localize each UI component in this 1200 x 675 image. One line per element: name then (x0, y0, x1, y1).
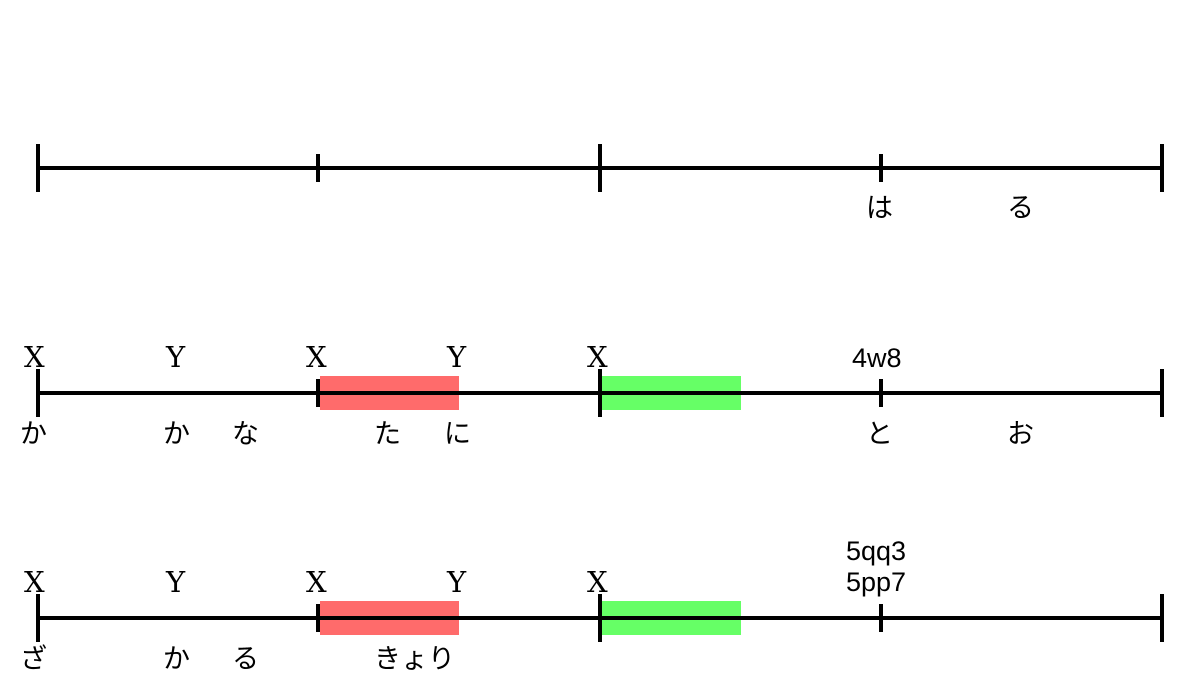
below-label: た (374, 419, 401, 450)
tick-minor (316, 379, 320, 407)
tick-major (36, 369, 40, 417)
timeline-row-1: は る (0, 110, 1200, 230)
tick-major (1160, 594, 1164, 642)
tick-minor (879, 604, 883, 632)
below-label: お (1007, 419, 1034, 450)
below-label: は (866, 193, 893, 224)
above-label: X (587, 565, 608, 599)
above-label: 5pp7 (846, 567, 907, 598)
above-label-stack: 5qq3 5pp7 (846, 536, 906, 598)
timeline-row-2: X Y X Y X 4w8 か か な た に と お (0, 335, 1200, 455)
tick-minor (316, 154, 320, 182)
tick-major (1160, 369, 1164, 417)
above-label: X (24, 340, 45, 374)
tick-major (1160, 144, 1164, 192)
tick-minor (879, 379, 883, 407)
below-label: か (163, 644, 190, 675)
tick-major (598, 369, 602, 417)
above-label: X (306, 340, 327, 374)
below-label: と (866, 419, 893, 450)
below-label: か (20, 419, 47, 450)
tick-major (598, 144, 602, 192)
above-label: 5qq3 (846, 536, 907, 566)
below-label: る (232, 644, 259, 675)
above-label: X (24, 565, 45, 599)
below-label: か (163, 419, 190, 450)
above-label: X (306, 565, 327, 599)
above-label: Y (166, 340, 186, 374)
tick-major (36, 144, 40, 192)
tick-major (598, 594, 602, 642)
timeline-row-3: X Y X Y X 5qq3 5pp7 ざ か る きょり (0, 536, 1200, 675)
tick-minor (879, 154, 883, 182)
tick-minor (316, 604, 320, 632)
above-label: 4w8 (852, 343, 902, 373)
above-label: Y (166, 565, 186, 599)
above-label: X (587, 340, 608, 374)
below-label: る (1007, 193, 1034, 224)
tick-major (36, 594, 40, 642)
above-label: Y (447, 565, 467, 599)
below-label: きょり (374, 644, 455, 675)
below-label: に (444, 419, 471, 450)
below-label: な (232, 419, 259, 450)
below-label: ざ (20, 644, 47, 675)
above-label: Y (447, 340, 467, 374)
